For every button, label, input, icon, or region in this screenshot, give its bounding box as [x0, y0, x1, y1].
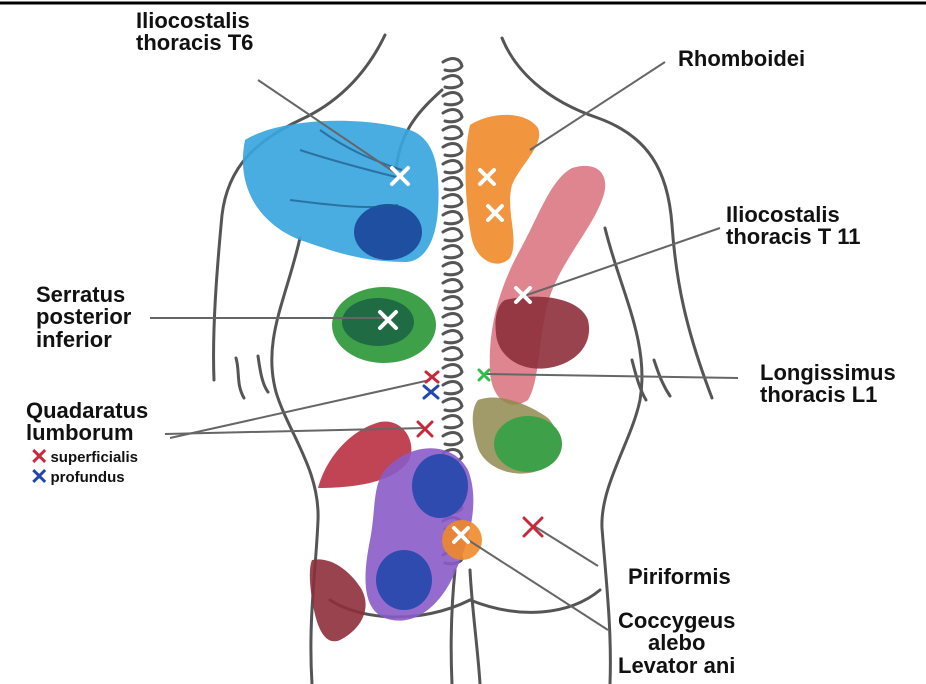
label-longissimus: Longissimus thoracis L1 [760, 362, 896, 407]
label-iliocostalis-t6: Iliocostalis thoracis T6 [136, 10, 253, 55]
vertebra [443, 314, 462, 326]
vertebra [443, 144, 462, 156]
label-line: lumborum [26, 422, 148, 444]
label-line: alebo [618, 632, 735, 654]
vertebra [443, 93, 462, 105]
vertebra [443, 229, 462, 241]
vertebra [443, 246, 462, 258]
label-line: Iliocostalis [136, 10, 253, 32]
vertebra [443, 195, 462, 207]
label-line: Longissimus [760, 362, 896, 384]
serratus-core [342, 298, 414, 346]
label-line: Iliocostalis [726, 204, 861, 226]
profundus-cross-icon: ✕ [30, 466, 48, 488]
label-line: Serratus [36, 284, 131, 306]
label-line: posterior [36, 306, 131, 328]
vertebra [443, 59, 462, 71]
label-line: Rhomboidei [678, 48, 805, 70]
label-line: thoracis T 11 [726, 226, 861, 248]
iliocostalis-t6-core [354, 204, 422, 260]
label-quadaratus: Quadaratus lumborum [26, 400, 148, 445]
vertebra [443, 297, 462, 309]
label-line: Coccygeus [618, 610, 735, 632]
vertebra [443, 365, 462, 377]
vertebra [443, 348, 462, 360]
vertebra [443, 127, 462, 139]
vertebra [443, 178, 462, 190]
longissimus-core [494, 416, 562, 472]
legend-profundus: ✕ profundus [30, 466, 125, 488]
piriformis-marker [524, 518, 542, 536]
label-coccygeus: Coccygeus alebo Levator ani [618, 610, 735, 677]
label-rhomboidei: Rhomboidei [678, 48, 805, 70]
vertebra [443, 263, 462, 275]
coccygeus-zone [442, 520, 482, 560]
vertebra [443, 399, 462, 411]
vertebra [443, 110, 462, 122]
label-line: Levator ani [618, 655, 735, 677]
label-serratus: Serratus posterior inferior [36, 284, 131, 351]
label-piriformis: Piriformis [628, 566, 731, 588]
vertebra [443, 212, 462, 224]
quadaratus-red-upper [426, 372, 438, 382]
legend-label: superficialis [50, 449, 138, 466]
quadaratus-profundus-marker [424, 386, 438, 398]
vertebra [443, 280, 462, 292]
vertebra [443, 331, 462, 343]
label-line: thoracis T6 [136, 32, 253, 54]
vertebra [443, 76, 462, 88]
label-line: inferior [36, 329, 131, 351]
label-iliocostalis-t11: Iliocostalis thoracis T 11 [726, 204, 861, 249]
iliocostalis-t11-core [495, 297, 589, 369]
vertebra [443, 416, 462, 428]
legend-label: profundus [50, 469, 124, 486]
gluteal-left-zone [310, 559, 366, 641]
label-line: thoracis L1 [760, 384, 896, 406]
purple-core-lower [376, 550, 432, 610]
label-line: Piriformis [628, 566, 731, 588]
vertebra [443, 382, 462, 394]
vertebra [443, 433, 462, 445]
label-line: Quadaratus [26, 400, 148, 422]
purple-core-upper [412, 454, 468, 518]
vertebra [443, 161, 462, 173]
